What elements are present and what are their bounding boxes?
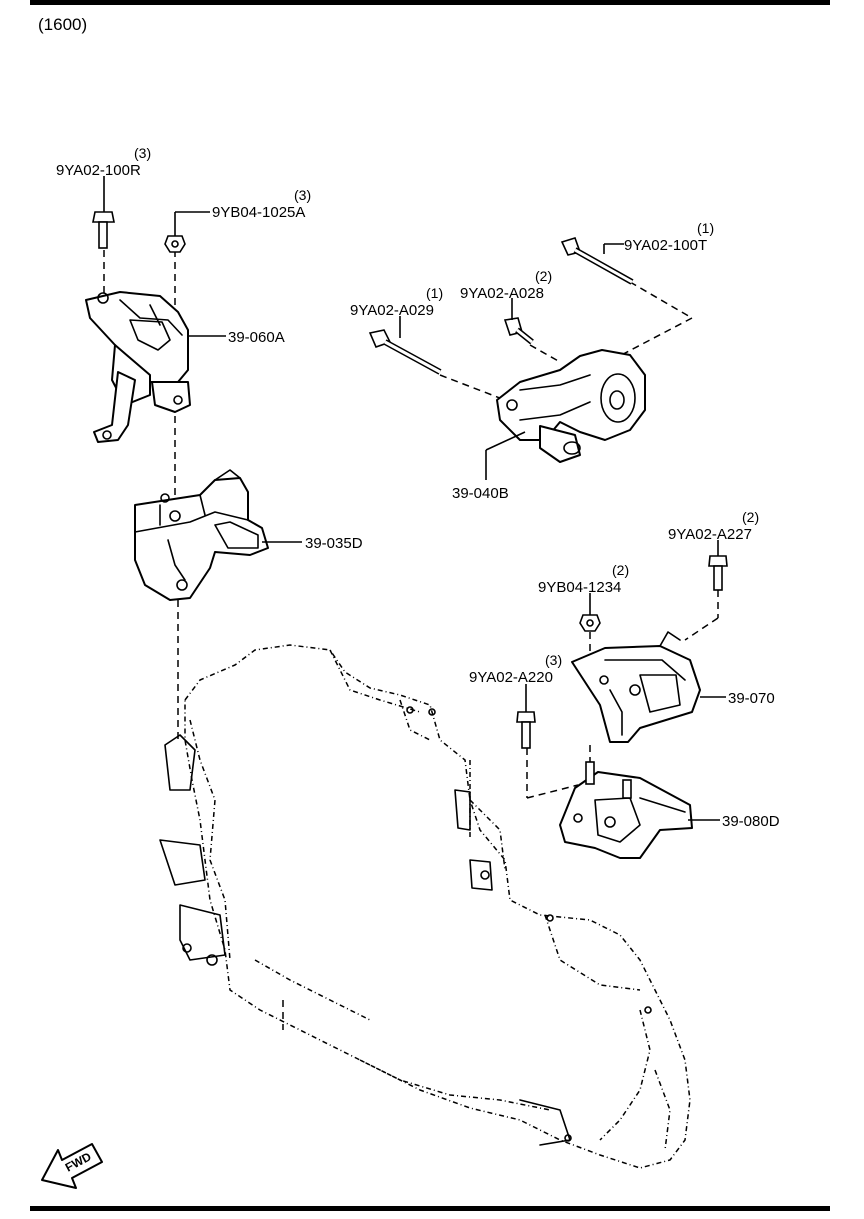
- variant-label: (1600): [38, 15, 87, 34]
- nut-9yb04-1234: [579, 614, 601, 632]
- qty-9ya02-100t: (1): [697, 220, 714, 236]
- label-39-035d: 39-035D: [305, 535, 363, 552]
- label-39-070: 39-070: [728, 690, 775, 707]
- bolt-9ya02-a028: [503, 317, 534, 345]
- bolt-9ya02-100t: [560, 237, 634, 285]
- bolt-9ya02-a220: [516, 711, 536, 749]
- qty-9ya02-a029: (1): [426, 285, 443, 301]
- label-9ya02-a227: 9YA02-A227: [668, 526, 752, 543]
- bolt-9ya02-100r: [92, 211, 115, 249]
- qty-9yb04-1025a: (3): [294, 187, 311, 203]
- torque-rod-39-040b: [496, 349, 646, 463]
- label-39-060a: 39-060A: [228, 329, 285, 346]
- bottom-rule: [30, 1206, 830, 1211]
- qty-9yb04-1234: (2): [612, 562, 629, 578]
- engine-mount-39-060a: [85, 291, 191, 443]
- label-9ya02-100t: 9YA02-100T: [624, 237, 707, 254]
- nut-9yb04-1025a: [164, 235, 186, 253]
- qty-9ya02-a227: (2): [742, 509, 759, 525]
- bolt-9ya02-a227: [708, 555, 728, 591]
- label-9yb04-1234: 9YB04-1234: [538, 579, 621, 596]
- label-39-080d: 39-080D: [722, 813, 780, 830]
- leader-lines: [103, 176, 726, 821]
- label-39-040b: 39-040B: [452, 485, 509, 502]
- qty-9ya02-a220: (3): [545, 652, 562, 668]
- bracket-39-035d: [134, 469, 269, 601]
- qty-9ya02-100r: (3): [134, 145, 151, 161]
- bracket-39-080d: [559, 761, 693, 859]
- bolt-9ya02-a029: [368, 329, 442, 375]
- callout-labels: (3) 9YA02-100R (3) 9YB04-1025A 39-060A (…: [56, 145, 780, 830]
- qty-9ya02-a028: (2): [535, 268, 552, 284]
- label-9ya02-100r: 9YA02-100R: [56, 162, 141, 179]
- mount-39-070: [571, 631, 701, 743]
- label-9ya02-a029: 9YA02-A029: [350, 302, 434, 319]
- fwd-arrow: FWD: [41, 1143, 103, 1189]
- fasteners: [92, 211, 728, 749]
- fwd-arrow-icon: [41, 1143, 103, 1189]
- top-rule: [30, 0, 830, 5]
- label-9ya02-a028: 9YA02-A028: [460, 285, 544, 302]
- label-9ya02-a220: 9YA02-A220: [469, 669, 553, 686]
- label-9yb04-1025a: 9YB04-1025A: [212, 204, 305, 221]
